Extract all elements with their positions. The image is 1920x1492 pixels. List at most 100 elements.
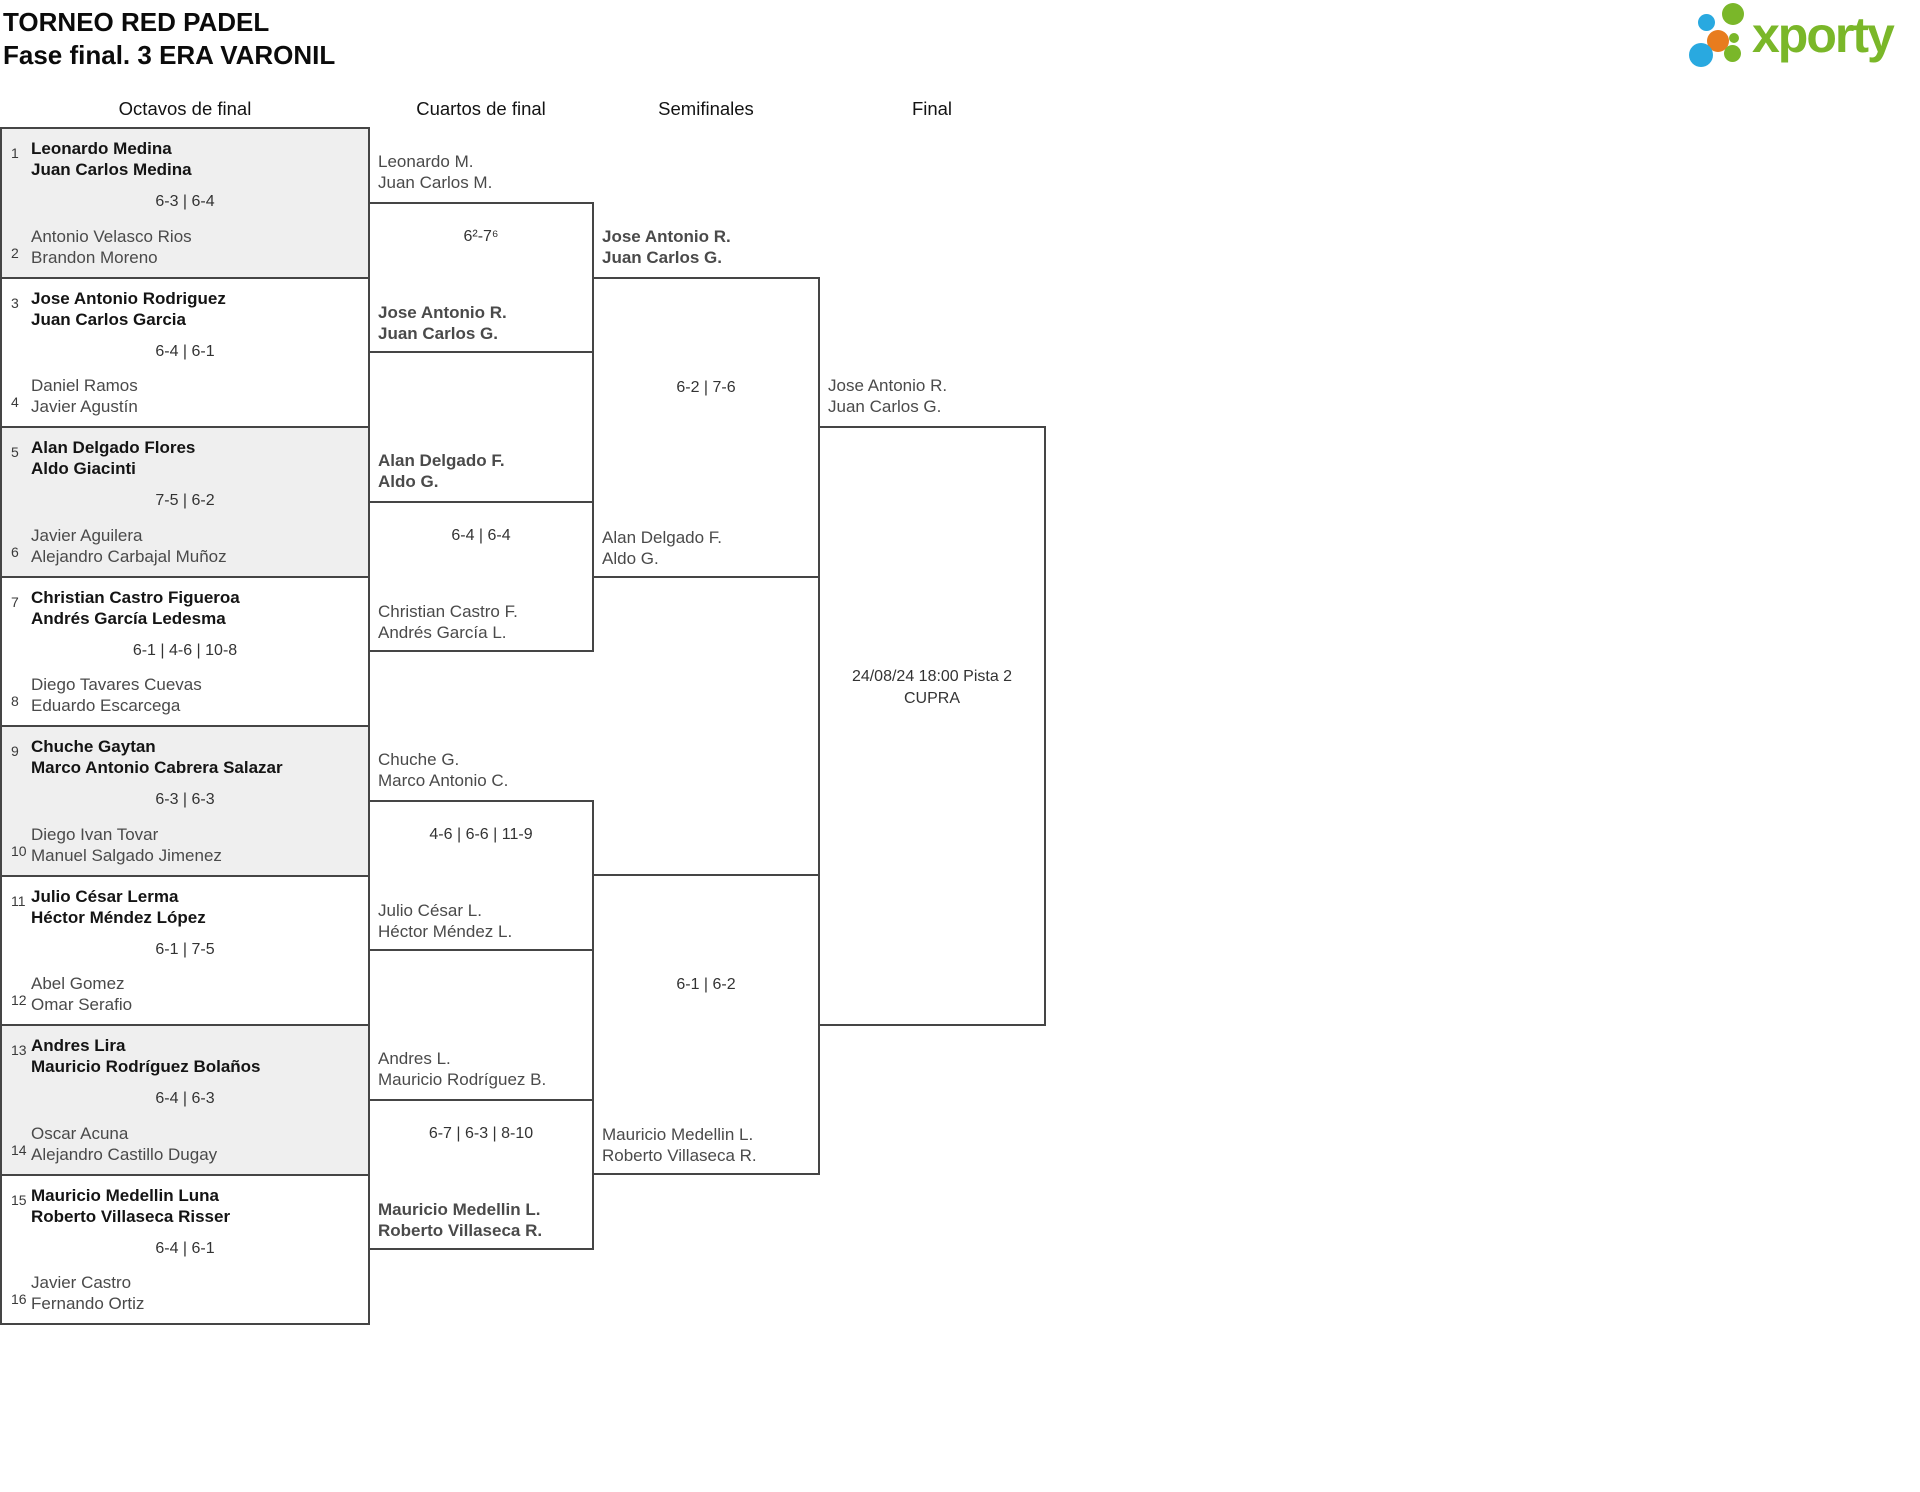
page-title: TORNEO RED PADEL Fase final. 3 ERA VARON… <box>3 6 335 72</box>
team-name: Roberto Villaseca R. <box>602 1146 757 1165</box>
team-name: Diego Tavares Cuevas <box>31 675 202 694</box>
team-name: Mauricio Rodríguez Bolaños <box>31 1057 261 1076</box>
team-pair-top: Leonardo Medina Juan Carlos Medina <box>31 138 192 180</box>
team-name: Alan Delgado F. <box>602 527 723 547</box>
team-name: Marco Antonio C. <box>378 771 509 790</box>
team-name: Javier Castro <box>31 1273 132 1292</box>
team-name: Juan Carlos G. <box>828 397 942 416</box>
seed-number: 10 <box>11 842 27 859</box>
match-score: 6-4 | 6-4 <box>451 526 511 544</box>
team-name: Alan Delgado F. <box>378 451 505 470</box>
team-name: Leonardo M. <box>378 152 474 171</box>
team-pair-top: Jose Antonio R. Juan Carlos G. <box>602 226 731 268</box>
match-score: 6-4 | 6-1 <box>155 1239 215 1257</box>
team-name: Jose Antonio R. <box>602 226 731 246</box>
team-name: Javier Agustín <box>31 397 138 416</box>
r16-match-7[interactable]: 13 Andres Lira Mauricio Rodríguez Bolaño… <box>0 1024 370 1176</box>
match-score: 6-7 | 6-3 | 8-10 <box>428 1124 534 1142</box>
team-pair-top: Leonardo M. Juan Carlos M. <box>378 151 492 193</box>
team-pair-top: Andres Lira Mauricio Rodríguez Bolaños <box>31 1035 261 1077</box>
team-name: Antonio Velasco Rios <box>31 226 192 246</box>
match-score: 4-6 | 6-6 | 11-9 <box>429 825 533 843</box>
match-score: 6-3 | 6-3 <box>155 791 215 808</box>
team-name: Aldo G. <box>602 548 659 568</box>
seed-number: 2 <box>11 244 19 261</box>
team-name: Mauricio Medellin L. <box>378 1200 541 1219</box>
r16-match-4[interactable]: 7 Christian Castro Figueroa Andrés Garcí… <box>0 575 370 727</box>
seed-number: 7 <box>11 593 19 610</box>
team-pair-bottom: Javier Aguilera Alejandro Carbajal Muñoz <box>31 525 227 567</box>
team-name: Chuche G. <box>378 750 460 769</box>
team-name: Alan Delgado Flores <box>31 438 196 457</box>
team-name: Andres L. <box>378 1049 451 1068</box>
seed-number: 9 <box>11 743 19 759</box>
seed-number: 4 <box>11 394 19 410</box>
team-pair-bottom: Mauricio Medellin L. Roberto Villaseca R… <box>602 1124 757 1166</box>
team-pair-bottom: Oscar Acuna Alejandro Castillo Dugay <box>31 1123 217 1165</box>
match-score: 6²-7⁶ <box>463 227 499 245</box>
r16-match-5[interactable]: 9 Chuche Gaytan Marco Antonio Cabrera Sa… <box>0 725 370 877</box>
r16-match-3[interactable]: 5 Alan Delgado Flores Aldo Giacinti 7-5 … <box>0 426 370 578</box>
team-name: Roberto Villaseca R. <box>378 1221 543 1240</box>
match-score: 7-5 | 6-2 <box>155 492 215 509</box>
seed-number: 8 <box>11 693 19 709</box>
logo-dot-blue-icon <box>1698 14 1715 31</box>
team-name: Julio César Lerma <box>31 886 179 906</box>
phase-name: Fase final. 3 ERA VARONIL <box>3 40 336 70</box>
team-pair-bottom: Julio César L. Héctor Méndez L. <box>378 900 512 942</box>
round-header-semifinales: Semifinales <box>658 98 754 119</box>
team-name: Juan Carlos G. <box>602 247 722 267</box>
team-name: Juan Carlos G. <box>378 324 498 343</box>
seed-number: 3 <box>11 294 19 311</box>
team-name: Héctor Méndez L. <box>378 922 513 941</box>
logo-dot-green-small-icon <box>1729 33 1739 43</box>
xporty-logo[interactable]: xporty <box>1680 0 1920 90</box>
match-score: 6-1 | 4-6 | 10-8 <box>132 641 238 659</box>
seed-number: 12 <box>11 992 27 1008</box>
seed-number: 1 <box>11 145 19 161</box>
team-pair-top: Alan Delgado F. Aldo G. <box>378 450 505 492</box>
team-name: Andres Lira <box>31 1036 126 1055</box>
team-name: Julio César L. <box>378 901 482 920</box>
team-name: Jose Antonio Rodriguez <box>31 288 226 308</box>
team-pair-top: Chuche G. Marco Antonio C. <box>378 749 508 791</box>
team-pair-bottom: Abel Gomez Omar Serafio <box>31 973 132 1015</box>
team-name: Leonardo Medina <box>31 139 172 158</box>
team-name: Chuche Gaytan <box>31 737 156 756</box>
team-pair-top: Chuche Gaytan Marco Antonio Cabrera Sala… <box>31 736 283 778</box>
r16-match-6[interactable]: 11 Julio César Lerma Héctor Méndez López… <box>0 874 370 1026</box>
round-header-cuartos: Cuartos de final <box>416 98 546 119</box>
r16-match-1[interactable]: 1 Leonardo Medina Juan Carlos Medina 6-3… <box>0 127 370 279</box>
logo-dot-green-bottom-icon <box>1724 45 1741 62</box>
team-name: Omar Serafio <box>31 995 133 1014</box>
final-schedule-venue: CUPRA <box>903 690 960 707</box>
seed-number: 11 <box>11 892 26 909</box>
logo-dot-orange-icon <box>1707 30 1729 52</box>
team-name: Eduardo Escarcega <box>31 696 181 715</box>
team-name: Andrés García Ledesma <box>31 608 226 628</box>
round-header-final: Final <box>911 98 953 119</box>
team-pair-top: Julio César Lerma Héctor Méndez López <box>31 886 206 928</box>
team-name: Christian Castro Figueroa <box>31 587 240 607</box>
team-pair-top: Mauricio Medellin Luna Roberto Villaseca… <box>31 1185 230 1227</box>
team-name: Diego Ivan Tovar <box>31 824 159 844</box>
team-name: Roberto Villaseca Risser <box>31 1206 231 1226</box>
logo-dot-green-icon <box>1722 3 1744 25</box>
team-name: Javier Aguilera <box>31 525 143 545</box>
final-schedule: 24/08/24 18:00 Pista 2 CUPRA <box>818 666 1046 710</box>
final-match-box[interactable] <box>818 426 1046 1026</box>
team-name: Aldo Giacinti <box>31 459 136 478</box>
team-pair-bottom: Daniel Ramos Javier Agustín <box>31 375 138 417</box>
seed-number: 5 <box>11 444 19 460</box>
team-name: Héctor Méndez López <box>31 907 206 927</box>
match-score: 6-2 | 7-6 <box>676 378 736 396</box>
seed-number: 14 <box>11 1141 27 1158</box>
team-name: Juan Carlos Garcia <box>31 309 186 329</box>
r16-match-2[interactable]: 3 Jose Antonio Rodriguez Juan Carlos Gar… <box>0 276 370 428</box>
match-score: 6-4 | 6-1 <box>155 342 215 360</box>
team-name: Mauricio Medellin L. <box>602 1125 754 1144</box>
r16-match-8[interactable]: 15 Mauricio Medellin Luna Roberto Villas… <box>0 1173 370 1325</box>
team-pair-bottom: Diego Tavares Cuevas Eduardo Escarcega <box>31 674 202 716</box>
round-header-octavos: Octavos de final <box>118 98 252 119</box>
team-name: Mauricio Rodríguez B. <box>378 1070 547 1089</box>
